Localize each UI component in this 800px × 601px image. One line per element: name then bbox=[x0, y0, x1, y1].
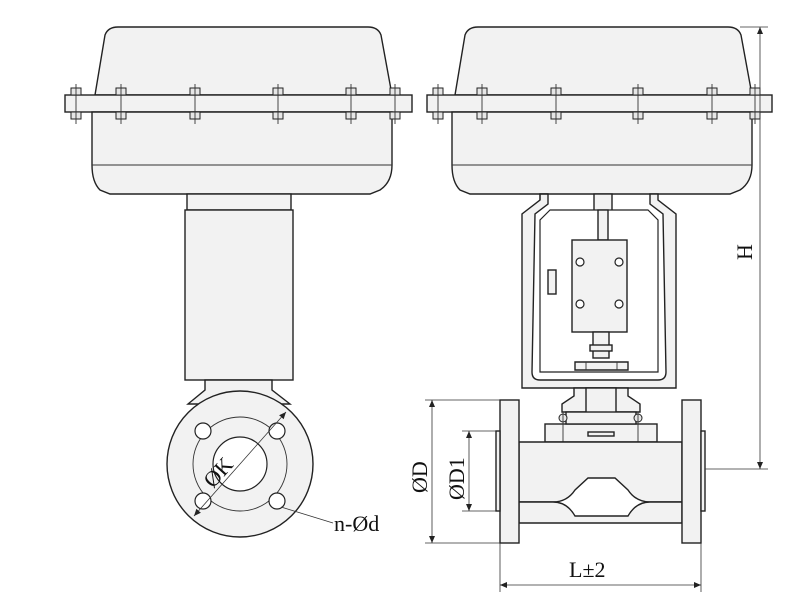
front-actuator-lower-cover bbox=[451, 111, 753, 195]
front-flange-bolts bbox=[432, 84, 761, 124]
bolt-hole-leader bbox=[280, 506, 334, 524]
upper-stem bbox=[597, 209, 609, 241]
side-actuator-top-cover bbox=[94, 26, 393, 96]
stem-connector bbox=[571, 239, 628, 333]
front-actuator-flange bbox=[426, 94, 773, 113]
bolt-hole bbox=[268, 422, 286, 440]
valve-body bbox=[518, 441, 683, 503]
side-yoke bbox=[184, 209, 294, 381]
bolt-hole bbox=[194, 492, 212, 510]
side-actuator-lower-cover bbox=[91, 111, 393, 195]
side-flange-bolts bbox=[70, 84, 401, 124]
travel-indicator-bracket bbox=[547, 269, 557, 295]
left-raised-face bbox=[495, 430, 501, 512]
flange-od-label: ØD bbox=[407, 461, 432, 493]
right-flange bbox=[681, 399, 702, 544]
height-label: H bbox=[732, 244, 757, 260]
front-view bbox=[426, 26, 773, 544]
left-flange bbox=[499, 399, 520, 544]
raised-face-od-label: ØD1 bbox=[444, 457, 469, 500]
right-raised-face bbox=[700, 430, 706, 512]
length-label: L±2 bbox=[569, 557, 606, 582]
front-actuator-top-cover bbox=[454, 26, 753, 96]
side-view: ØK n-Ød bbox=[64, 26, 413, 538]
side-actuator-flange bbox=[64, 94, 413, 113]
bolt-circle-dimension-line bbox=[193, 411, 287, 517]
dimensions: H ØD ØD1 L±2 bbox=[407, 26, 768, 592]
side-yoke-top bbox=[186, 193, 292, 211]
bolt-holes-label: n-Ød bbox=[334, 511, 379, 536]
bolt-hole bbox=[194, 422, 212, 440]
front-yoke-frame bbox=[521, 193, 677, 389]
packing-nut bbox=[574, 361, 629, 371]
bolt-hole bbox=[268, 492, 286, 510]
